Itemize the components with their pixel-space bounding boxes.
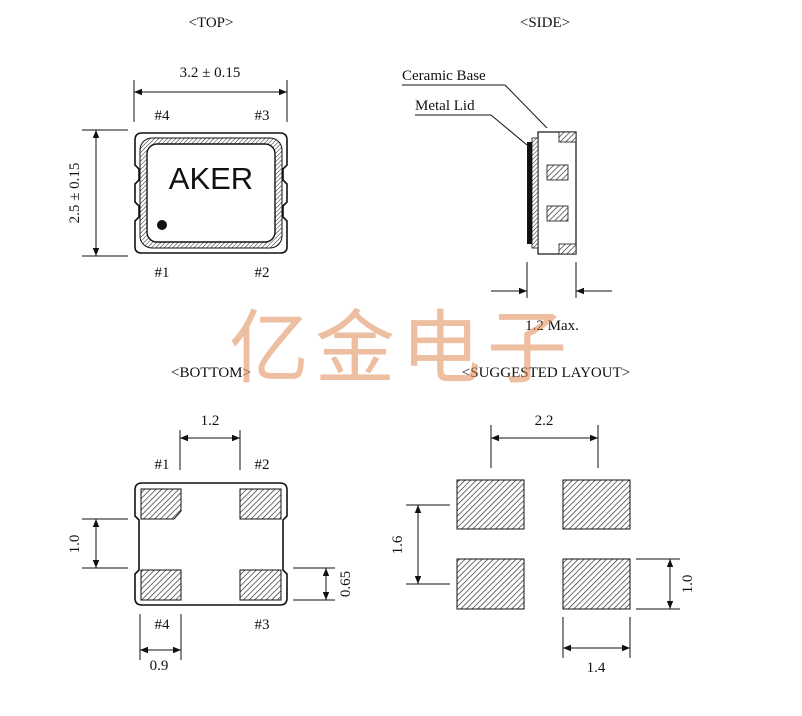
ceramic-base-label: Ceramic Base bbox=[402, 68, 486, 84]
layout-pitch-x-dimension: 2.2 bbox=[535, 413, 554, 429]
lid-marking: AKER bbox=[169, 161, 253, 196]
top-package-outline bbox=[134, 132, 288, 254]
side-base-hatch-mid2 bbox=[546, 205, 569, 222]
bottom-view-title: <BOTTOM> bbox=[171, 365, 251, 381]
bottom-pad-3 bbox=[239, 569, 282, 601]
bottom-pad-height-dimension: 1.0 bbox=[67, 535, 83, 554]
side-height-dimension: 1.2 Max. bbox=[525, 318, 579, 334]
top-width-dimension: 3.2 ± 0.15 bbox=[180, 65, 241, 81]
bottom-pad-2 bbox=[239, 488, 282, 520]
top-pin3-label: #3 bbox=[255, 108, 270, 124]
side-ceramic-base bbox=[537, 131, 577, 255]
layout-pad-top-left bbox=[456, 479, 525, 530]
layout-pitch-y-dimension: 1.6 bbox=[390, 535, 406, 554]
layout-pad-bottom-right bbox=[562, 558, 631, 610]
bottom-pad-4 bbox=[140, 569, 182, 601]
layout-title: <SUGGESTED LAYOUT> bbox=[462, 365, 630, 381]
metal-lid bbox=[146, 143, 276, 243]
bottom-pad-width-dimension: 0.9 bbox=[150, 658, 169, 674]
top-pin1-label: #1 bbox=[155, 265, 170, 281]
side-base-hatch-top bbox=[558, 131, 577, 143]
bottom-pin3-label: #3 bbox=[255, 617, 270, 633]
bottom-pin1-label: #1 bbox=[155, 457, 170, 473]
bottom-pin4-label: #4 bbox=[155, 617, 171, 633]
side-base-hatch-mid1 bbox=[546, 164, 569, 181]
watermark-text: 亿金电子 bbox=[229, 302, 573, 395]
layout-pad-width-dimension: 1.4 bbox=[587, 660, 606, 676]
side-base-hatch-bottom bbox=[558, 243, 577, 255]
top-view: <TOP> 3.2 ± 0.15 2.5 ± 0.15 AKER #4 #3 #… bbox=[67, 15, 288, 281]
top-height-dimension: 2.5 ± 0.15 bbox=[67, 163, 83, 224]
bottom-pitch-dimension: 1.2 bbox=[201, 413, 220, 429]
metal-lid-label: Metal Lid bbox=[415, 98, 475, 114]
layout-pad-top-right bbox=[562, 479, 631, 530]
side-metal-lid bbox=[527, 142, 532, 244]
top-view-title: <TOP> bbox=[189, 15, 234, 31]
layout-pad-bottom-left bbox=[456, 558, 525, 610]
layout-pad-height-dimension: 1.0 bbox=[680, 575, 696, 594]
suggested-layout: <SUGGESTED LAYOUT> 2.2 1.6 1.0 1.4 bbox=[390, 365, 696, 676]
bottom-view: <BOTTOM> 1.2 #1 #2 1.0 0.65 #4 #3 0.9 bbox=[67, 365, 354, 674]
side-view-title: <SIDE> bbox=[520, 15, 570, 31]
top-pin4-label: #4 bbox=[155, 108, 171, 124]
bottom-pad-1 bbox=[140, 488, 182, 520]
bottom-pad-gap-dimension: 0.65 bbox=[338, 571, 354, 597]
top-pin2-label: #2 bbox=[255, 265, 270, 281]
bottom-pin2-label: #2 bbox=[255, 457, 270, 473]
side-seal-ring bbox=[531, 137, 539, 249]
pin1-indicator-dot bbox=[157, 220, 167, 230]
bottom-package-outline bbox=[134, 482, 288, 606]
side-view: <SIDE> Ceramic Base Metal Lid 1.2 Max. bbox=[402, 15, 612, 334]
